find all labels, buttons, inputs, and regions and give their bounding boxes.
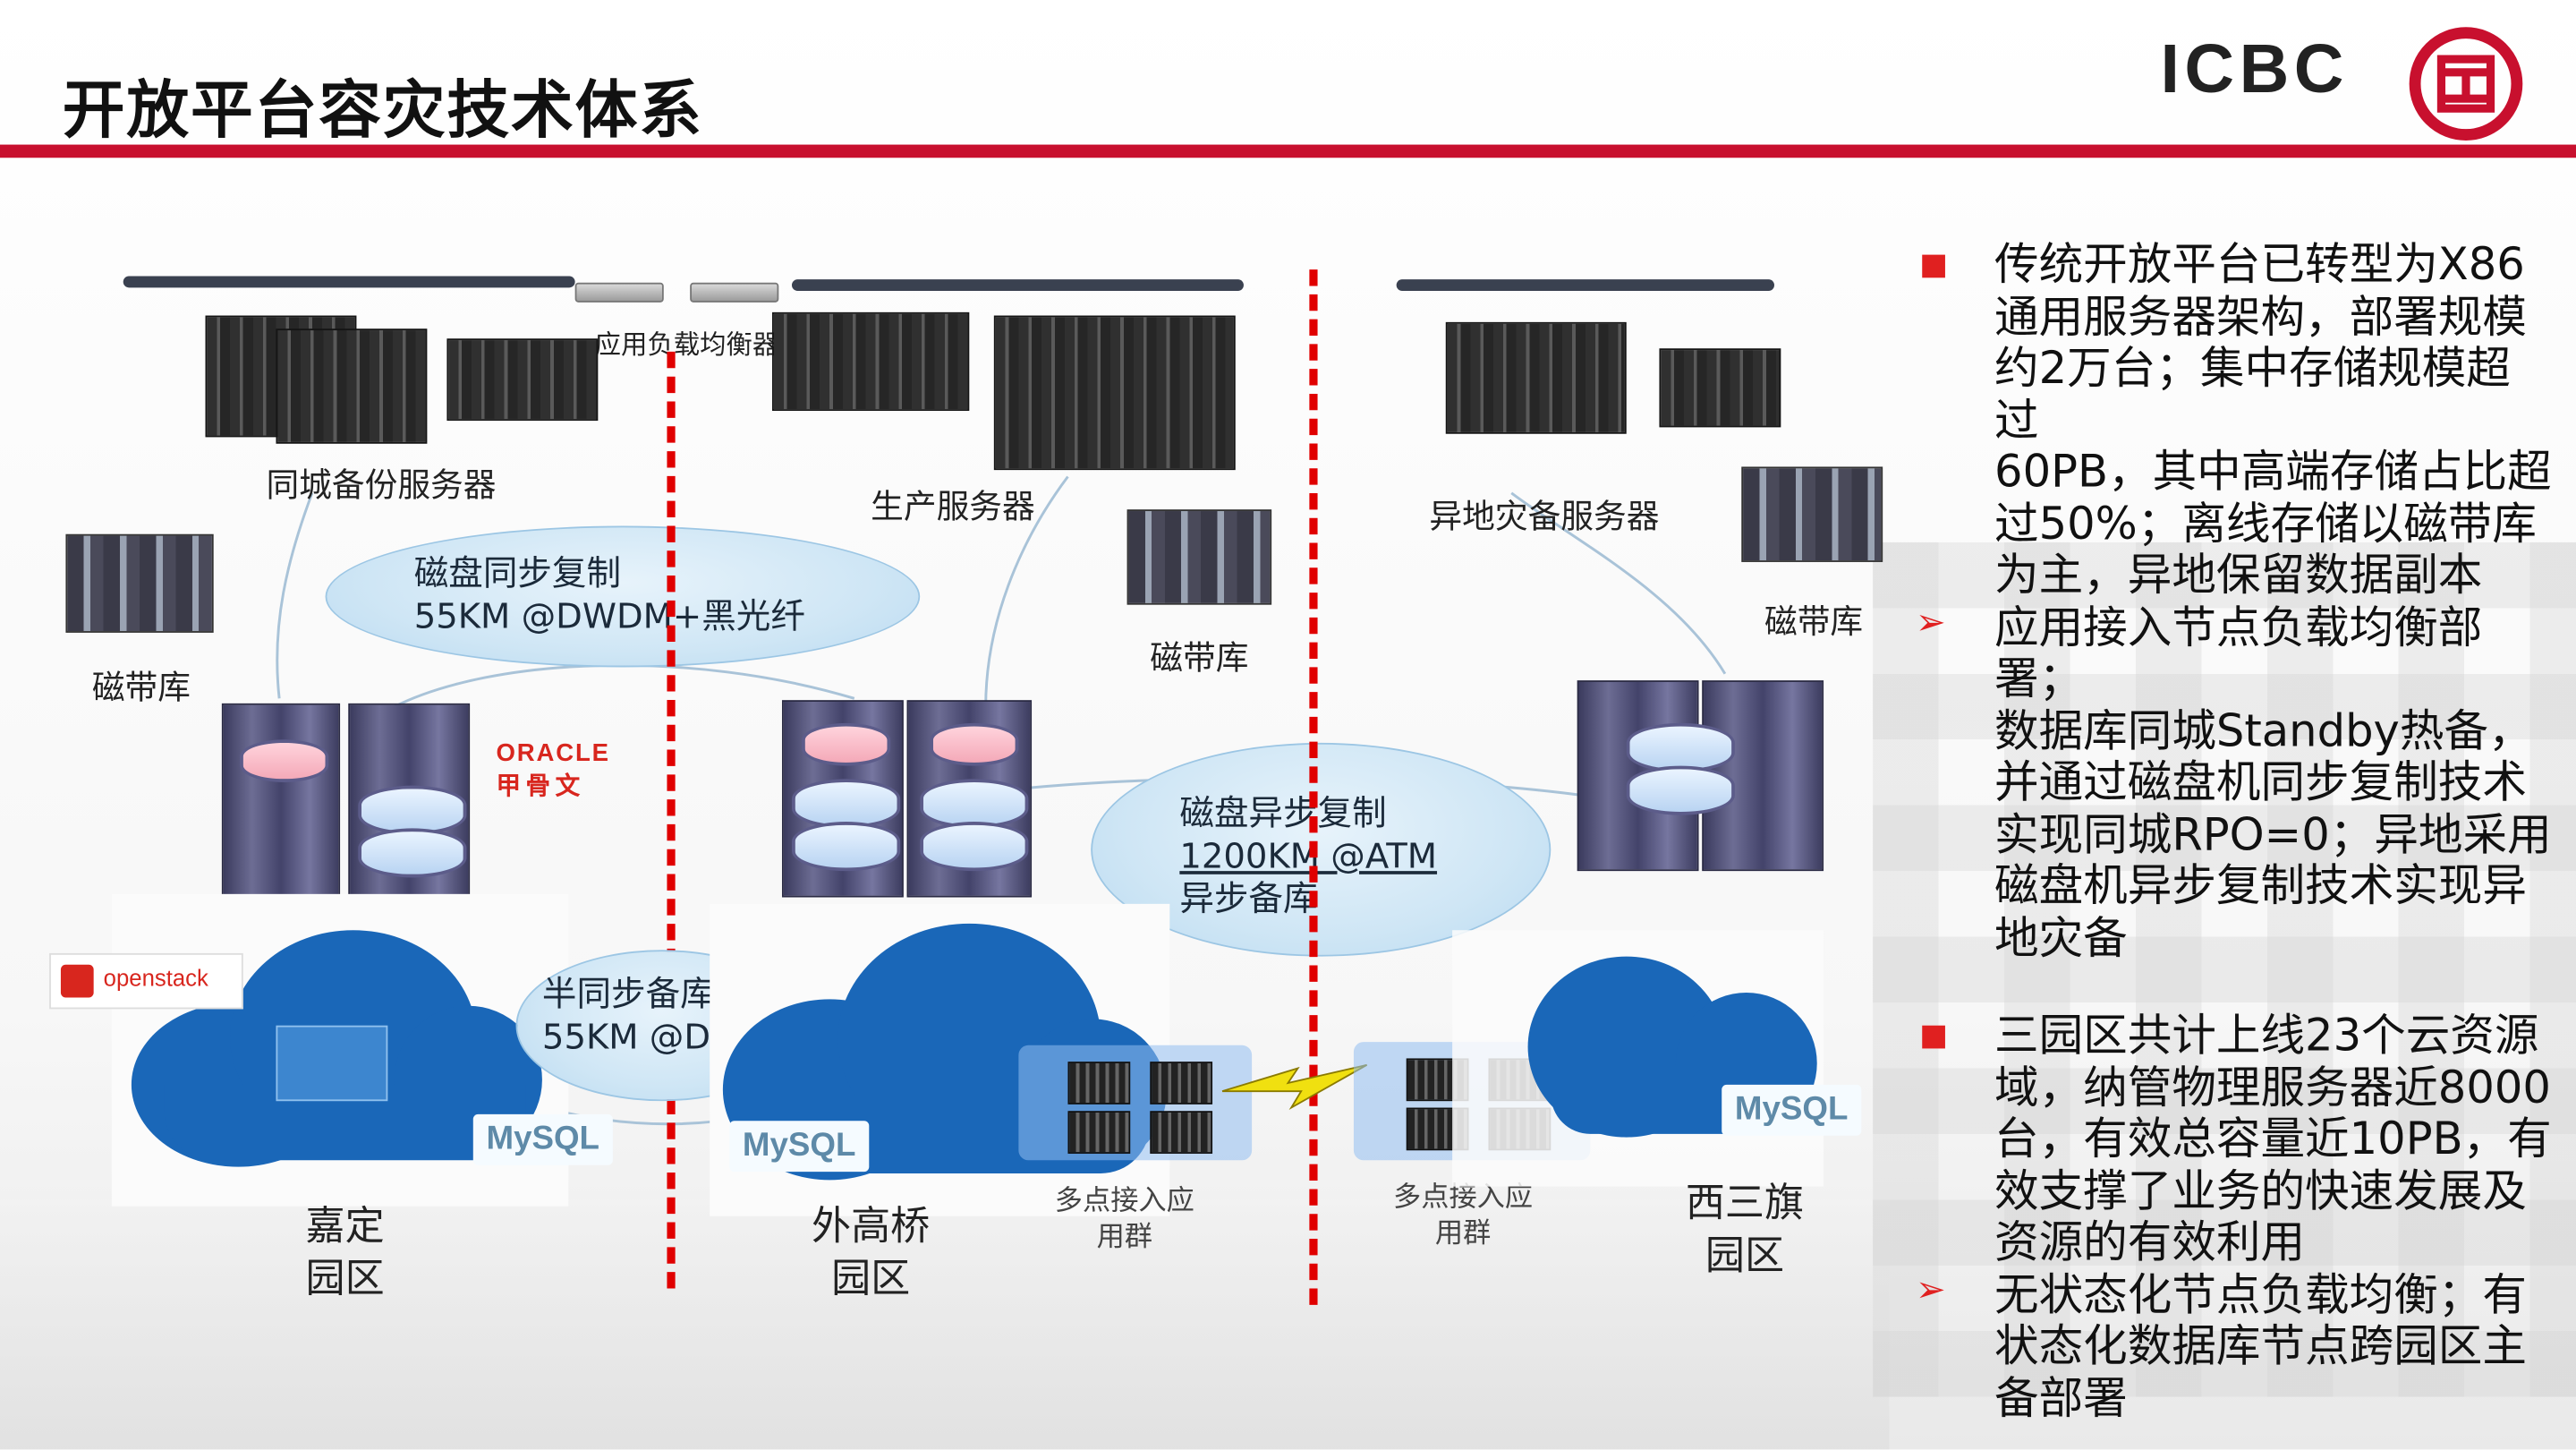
tape-library-center	[1126, 509, 1272, 605]
arrow-bullet-icon: ➢	[1915, 601, 1946, 644]
cluster-server	[1067, 1111, 1131, 1154]
openstack-text: openstack	[103, 964, 208, 992]
load-balancer-label: 应用负载均衡器	[594, 328, 779, 361]
cluster-server	[1150, 1062, 1213, 1105]
arrow-bullet-icon: ➢	[1915, 1269, 1946, 1311]
disk-icon	[802, 722, 891, 766]
network-rail-right	[1396, 279, 1774, 291]
platform-icon	[276, 1025, 388, 1102]
storage-array-backup	[221, 703, 341, 901]
disk-icon	[1626, 722, 1735, 772]
park-label-jiading: 嘉定 园区	[305, 1203, 385, 1302]
park-label-waigaoqiao: 外高桥 园区	[812, 1203, 931, 1302]
tape-library-label-left: 磁带库	[91, 667, 191, 707]
cluster-label-left: 多点接入应 用群	[1054, 1184, 1194, 1254]
bullet-text: 三园区共计上线23个云资源 域，纳管物理服务器近8000 台，有效总容量近10P…	[1994, 1011, 2552, 1269]
sync-replication-title: 磁盘同步复制	[413, 553, 622, 593]
slide-title: 开放平台容灾技术体系	[62, 73, 703, 147]
bullet-item: ➢ 应用接入节点负载均衡部署； 数据库同城Standby热备， 并通过磁盘机同步…	[1916, 602, 2556, 965]
production-server-rack	[771, 311, 970, 412]
bullet-list: 传统开放平台已转型为X86 通用服务器架构，部署规模 约2万台；集中存储规模超过…	[1916, 240, 2556, 1425]
mysql-logo-xisanqi: MySQL	[1722, 1084, 1862, 1136]
tape-library-label-center: 磁带库	[1150, 637, 1249, 678]
disk-icon	[1626, 765, 1735, 815]
production-server-rack	[993, 315, 1236, 471]
network-rail-center	[792, 279, 1244, 291]
bullet-item: ➢ 无状态化节点负载均衡；有 状态化数据库节点跨园区主 备部署	[1916, 1269, 2556, 1425]
bullet-text: 传统开放平台已转型为X86 通用服务器架构，部署规模 约2万台；集中存储规模超过…	[1994, 240, 2552, 602]
backup-server-rack	[446, 338, 599, 422]
disk-icon	[358, 828, 467, 878]
cluster-label-right: 多点接入应 用群	[1393, 1181, 1534, 1251]
site-divider-2	[1309, 269, 1318, 1305]
production-server-label: 生产服务器	[871, 486, 1035, 526]
disk-icon	[358, 785, 467, 835]
park-label-xisanqi: 西三旗 园区	[1685, 1180, 1805, 1279]
mysql-logo-jiading: MySQL	[472, 1113, 613, 1165]
cluster-server	[1150, 1111, 1213, 1154]
disk-icon	[930, 722, 1019, 766]
icbc-logo-text: ICBC	[2160, 30, 2350, 107]
dr-server-rack	[1445, 321, 1627, 434]
bullet-text: 无状态化节点负载均衡；有 状态化数据库节点跨园区主 备部署	[1994, 1269, 2527, 1424]
semi-sync-title: 半同步备库	[541, 974, 715, 1014]
square-bullet-icon	[1922, 1025, 1945, 1049]
network-rail-left	[123, 276, 575, 288]
icbc-emblem-icon	[2409, 26, 2524, 141]
mysql-logo-waigaoqiao: MySQL	[729, 1121, 870, 1173]
tape-library-left	[65, 533, 214, 633]
bullet-item: 三园区共计上线23个云资源 域，纳管物理服务器近8000 台，有效总容量近10P…	[1916, 1011, 2556, 1269]
grid-decor	[1873, 542, 2576, 1397]
disk-icon	[792, 822, 901, 872]
lightning-link-icon	[1221, 1063, 1368, 1111]
tape-library-label-right: 磁带库	[1764, 601, 1864, 642]
oracle-logo: ORACLE 甲骨文	[496, 739, 610, 801]
dr-server-label: 异地灾备服务器	[1429, 496, 1660, 536]
sync-replication-bubble	[325, 525, 921, 668]
openstack-logo: openstack	[49, 952, 243, 1010]
backup-server-rack	[276, 328, 428, 444]
load-balancer-switch-2	[690, 282, 779, 303]
openstack-icon	[60, 964, 94, 998]
disk-icon	[792, 779, 901, 829]
cluster-server	[1067, 1062, 1131, 1105]
site-divider-1	[667, 351, 676, 1289]
bullet-text: 应用接入节点负载均衡部署； 数据库同城Standby热备， 并通过磁盘机同步复制…	[1994, 601, 2552, 964]
disk-icon	[240, 739, 329, 782]
backup-server-label: 同城备份服务器	[266, 465, 497, 505]
load-balancer-switch-1	[574, 282, 664, 303]
async-replication-standby: 异步备库	[1179, 879, 1318, 919]
async-replication-detail: 1200KM @ATM	[1179, 836, 1438, 876]
sync-replication-detail: 55KM @DWDM+黑光纤	[413, 596, 805, 636]
disk-icon	[920, 822, 1029, 872]
square-bullet-icon	[1922, 254, 1945, 278]
tape-library-right	[1741, 466, 1883, 562]
dr-server-rack	[1659, 348, 1781, 428]
access-cluster-left	[1018, 1045, 1253, 1161]
bullet-item: 传统开放平台已转型为X86 通用服务器架构，部署规模 约2万台；集中存储规模超过…	[1916, 240, 2556, 602]
header-red-bar	[0, 144, 2576, 158]
async-replication-title: 磁盘异步复制	[1179, 793, 1387, 833]
floor-decor	[0, 1199, 1890, 1450]
